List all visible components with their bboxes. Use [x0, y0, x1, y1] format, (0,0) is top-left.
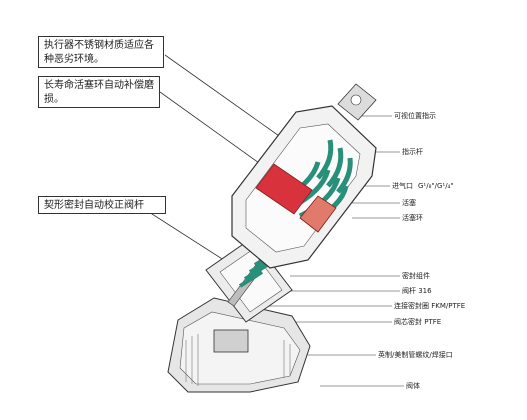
callout-wedge-seal: 契形密封自动校正阀杆 — [38, 196, 166, 214]
callout-piston-ring: 长寿命活塞环自动补偿磨损。 — [38, 76, 160, 108]
label-valve-body: 阀体 — [406, 382, 420, 390]
label-indicator-stem: 指示杆 — [402, 148, 423, 156]
callout-stainless: 执行器不锈钢材质适应各种恶劣环境。 — [38, 36, 164, 68]
label-pipe-thread: 英制/美制管螺纹/焊接口 — [378, 351, 453, 359]
piston — [255, 163, 337, 233]
label-piston-ring: 活塞环 — [402, 214, 423, 222]
position-indicator — [337, 83, 377, 121]
label-plug-seal: 阀芯密封 PTFE — [394, 318, 442, 326]
label-inlet-thread: G¹/₈"/G¹/₄" — [418, 182, 454, 190]
label-seal-assembly: 密封组件 — [402, 272, 430, 280]
label-air-inlet: 进气口 — [392, 182, 413, 190]
label-connection-seal: 连接密封圈 FKM/PTFE — [394, 302, 466, 310]
label-piston: 活塞 — [402, 199, 416, 207]
label-stem-316: 阀杆 316 — [402, 287, 432, 295]
valve-body — [167, 297, 311, 393]
label-position-indicator: 可视位置指示 — [394, 112, 436, 120]
